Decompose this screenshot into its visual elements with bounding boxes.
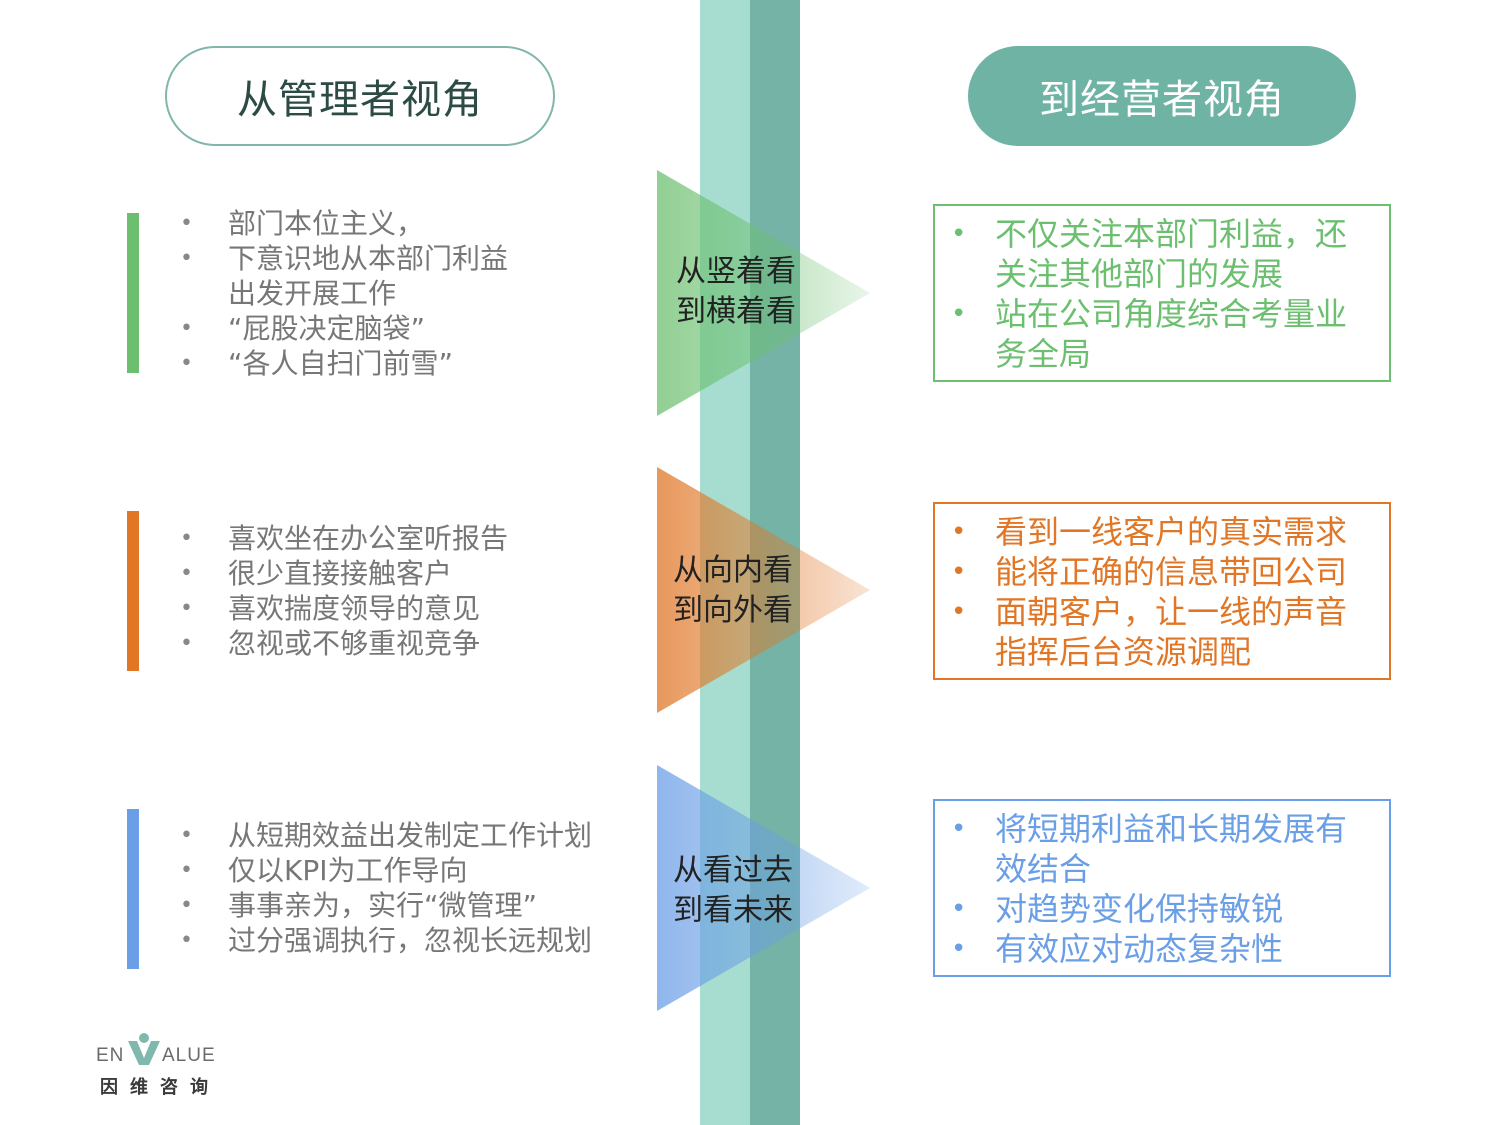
bullet-icon: •: [951, 934, 967, 964]
list-item: •有效应对动态复杂性: [951, 930, 1284, 968]
bullet-icon: •: [180, 211, 193, 236]
list-item: •事事亲为，实行“微管理”: [180, 889, 538, 922]
section-1-operator-box: •不仅关注本部门利益，还 关注其他部门的发展 •站在公司角度综合考量业 务全局: [933, 204, 1391, 382]
bullet-icon: •: [951, 557, 967, 587]
bullet-icon: •: [951, 517, 967, 547]
bullet-icon: •: [951, 219, 967, 249]
bullet-icon: •: [951, 597, 967, 627]
section-3-transition-label: 从看过去 到看未来: [673, 853, 793, 928]
operator-perspective-title: 到经营者视角: [968, 46, 1356, 146]
section-3-manager-list: •从短期效益出发制定工作计划 •仅以KPI为工作导向 •事事亲为，实行“微管理”…: [180, 818, 650, 958]
section-2-transition-label: 从向内看 到向外看: [673, 553, 793, 628]
section-2-arrow: [657, 467, 870, 713]
bullet-icon: •: [180, 928, 193, 953]
list-item: •喜欢坐在办公室听报告: [180, 522, 509, 555]
manager-perspective-title: 从管理者视角: [165, 46, 555, 146]
list-item: •“屁股决定脑袋”: [180, 312, 426, 345]
section-1-manager-list: •部门本位主义， •下意识地从本部门利益 出发开展工作 •“屁股决定脑袋” •“…: [180, 206, 650, 381]
list-item: •站在公司角度综合考量业 务全局: [951, 295, 1348, 373]
section-1-arrow: [657, 170, 870, 416]
list-item: •部门本位主义，: [180, 207, 425, 240]
list-item: •仅以KPI为工作导向: [180, 854, 468, 887]
list-item: •“各人自扫门前雪”: [180, 347, 454, 380]
logo-figure-icon: [128, 1033, 160, 1065]
section-1-transition-label: 从竖着看 到横着看: [676, 254, 796, 329]
list-item: •对趋势变化保持敏锐: [951, 890, 1284, 928]
section-3-arrow: [657, 765, 870, 1011]
bullet-icon: •: [180, 631, 193, 656]
list-item: •能将正确的信息带回公司: [951, 553, 1348, 591]
envalue-logo: EN ALUE 因维咨询: [96, 1032, 221, 1102]
section-3-accent-bar: [127, 809, 139, 969]
section-1-accent-bar: [127, 213, 139, 373]
list-item: •下意识地从本部门利益 出发开展工作: [180, 242, 509, 310]
section-2-operator-box: •看到一线客户的真实需求 •能将正确的信息带回公司 •面朝客户，让一线的声音 指…: [933, 502, 1391, 680]
bullet-icon: •: [180, 823, 193, 848]
section-2-manager-list: •喜欢坐在办公室听报告 •很少直接接触客户 •喜欢揣度领导的意见 •忽视或不够重…: [180, 521, 650, 661]
list-item: •从短期效益出发制定工作计划: [180, 819, 593, 852]
bullet-icon: •: [180, 526, 193, 551]
list-item: •将短期利益和长期发展有 效结合: [951, 810, 1348, 888]
list-item: •忽视或不够重视竞争: [180, 627, 481, 660]
bullet-icon: •: [180, 561, 193, 586]
bullet-icon: •: [180, 246, 193, 271]
list-item: •不仅关注本部门利益，还 关注其他部门的发展: [951, 215, 1348, 293]
list-item: •喜欢揣度领导的意见: [180, 592, 481, 625]
bullet-icon: •: [180, 893, 193, 918]
bullet-icon: •: [951, 299, 967, 329]
bullet-icon: •: [180, 316, 193, 341]
bullet-icon: •: [951, 894, 967, 924]
bullet-icon: •: [180, 351, 193, 376]
bullet-icon: •: [180, 596, 193, 621]
bullet-icon: •: [180, 858, 193, 883]
bullet-icon: •: [951, 814, 967, 844]
section-3-operator-box: •将短期利益和长期发展有 效结合 •对趋势变化保持敏锐 •有效应对动态复杂性: [933, 799, 1391, 977]
list-item: •过分强调执行，忽视长远规划: [180, 924, 593, 957]
section-2-accent-bar: [127, 511, 139, 671]
list-item: •很少直接接触客户: [180, 557, 453, 590]
list-item: •看到一线客户的真实需求: [951, 513, 1348, 551]
list-item: •面朝客户，让一线的声音 指挥后台资源调配: [951, 593, 1348, 671]
